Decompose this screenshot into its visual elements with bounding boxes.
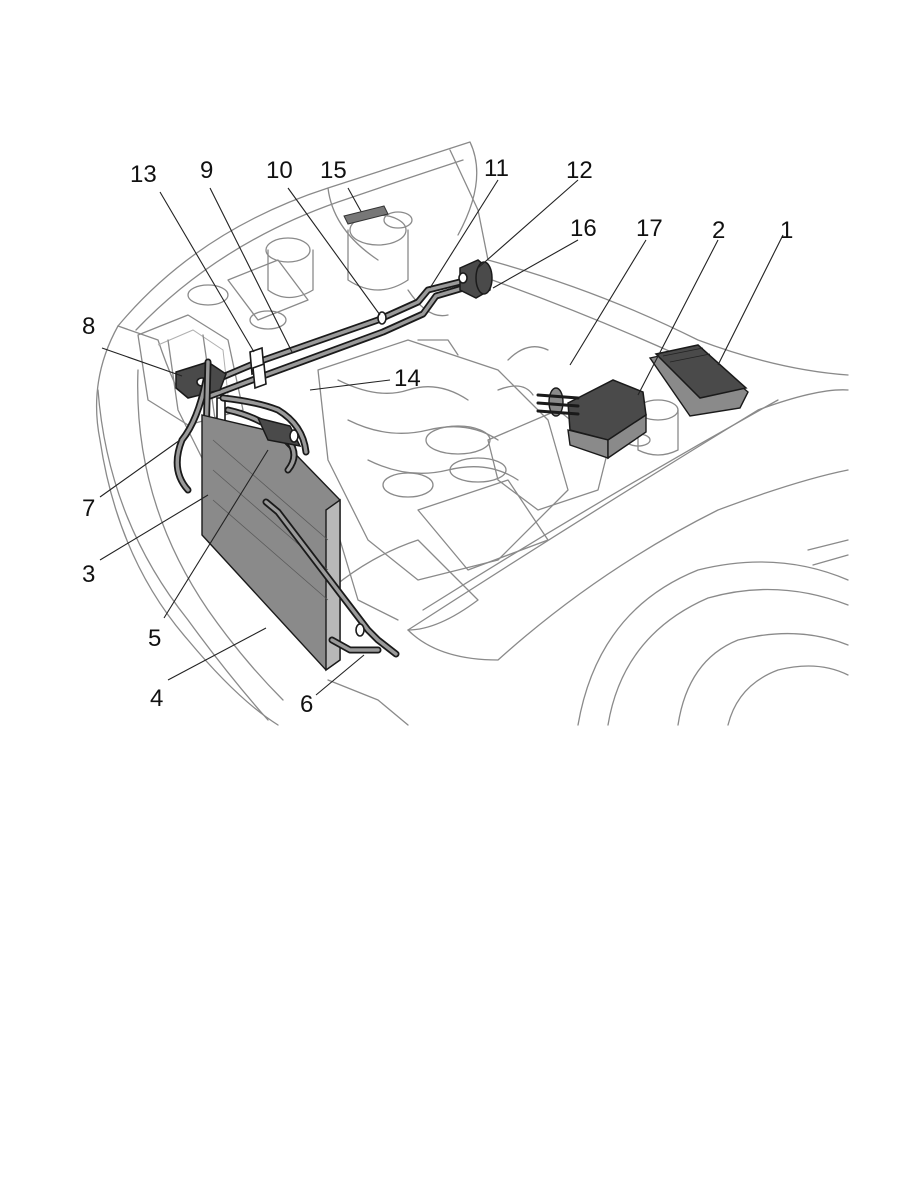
wheel-arch	[577, 561, 849, 726]
callout-numbers: 13 9 10 15 11 12 16 17 2 1 8 14 7 3 5 4 …	[82, 155, 793, 718]
callout-1: 1	[780, 217, 793, 244]
part-1-control-module	[648, 344, 749, 417]
leader-12	[477, 179, 579, 269]
leader-17	[569, 239, 647, 366]
callout-16: 16	[570, 215, 597, 242]
part-5-hose-bundle	[219, 394, 310, 474]
callout-7: 7	[82, 495, 95, 522]
callout-15: 15	[320, 157, 347, 184]
reservoir-cap-3	[187, 284, 229, 306]
callout-17: 17	[636, 215, 663, 242]
callout-14: 14	[394, 365, 421, 392]
car-body-outline	[95, 141, 849, 726]
callout-6: 6	[300, 691, 313, 718]
leader-3	[99, 494, 209, 561]
leader-16	[492, 239, 579, 289]
right-fender	[407, 389, 849, 631]
leader-9	[209, 187, 293, 353]
callout-3: 3	[82, 561, 95, 588]
part-15-label-sticker	[343, 205, 389, 225]
engine-block	[317, 339, 569, 581]
reservoir-cap-2	[265, 237, 311, 263]
part-6-lower-line	[262, 498, 400, 658]
callout-13: 13	[130, 161, 157, 188]
part-17-firewall-connection	[536, 387, 580, 417]
callout-8: 8	[82, 313, 95, 340]
leader-11	[429, 179, 499, 289]
callout-12: 12	[566, 157, 593, 184]
leader-1	[717, 234, 784, 366]
part-4-condenser	[201, 414, 341, 672]
leader-2	[637, 239, 719, 396]
callout-9: 9	[200, 157, 213, 184]
windshield-cowl	[487, 259, 849, 376]
engine-bay	[167, 211, 679, 621]
callout-4: 4	[150, 685, 163, 712]
leader-15	[347, 187, 364, 216]
leader-14	[309, 379, 391, 391]
callout-5: 5	[148, 625, 161, 652]
leader-13	[159, 191, 255, 353]
hood-outline	[117, 141, 478, 327]
leader-10	[287, 187, 381, 316]
leader-6	[315, 654, 365, 696]
part-2-evaporator-housing	[567, 379, 647, 460]
leader-7	[99, 439, 181, 498]
callout-10: 10	[266, 157, 293, 184]
leader-8	[101, 347, 183, 377]
refrigerant-lines	[202, 259, 493, 400]
callout-2: 2	[712, 217, 725, 244]
ac-system-component-diagram: 13 9 10 15 11 12 16 17 2 1 8 14 7 3 5 4 …	[78, 140, 858, 730]
callout-11: 11	[484, 155, 509, 182]
headlamp	[137, 314, 244, 426]
leader-4	[167, 627, 267, 681]
leader-lines	[99, 179, 784, 696]
leader-5	[163, 449, 269, 619]
battery	[417, 479, 549, 571]
